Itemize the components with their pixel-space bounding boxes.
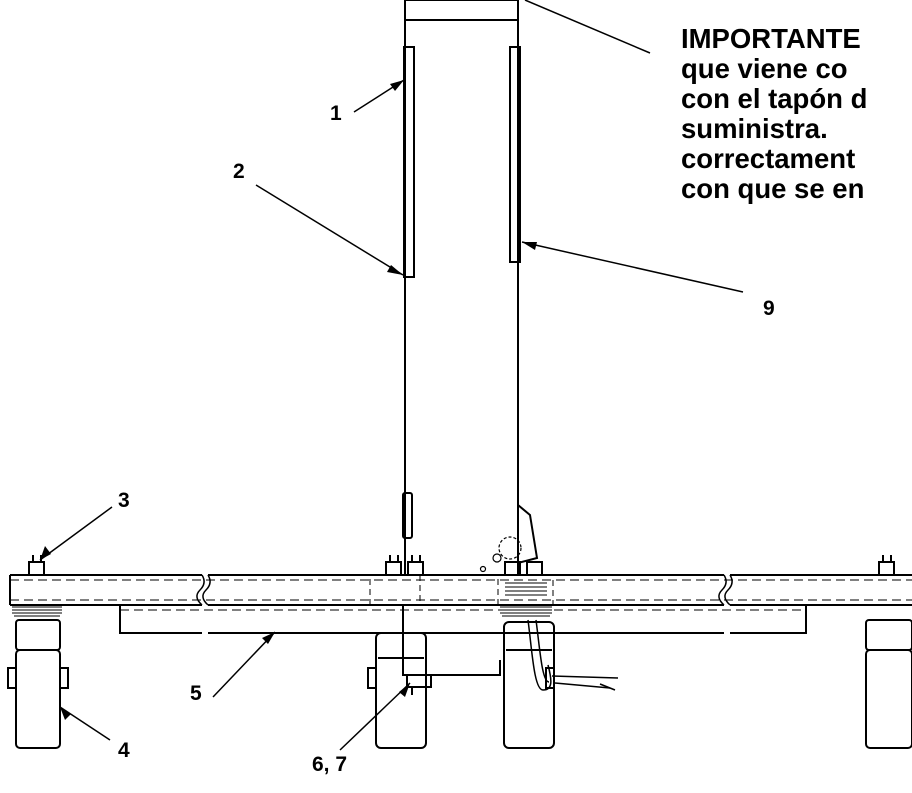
arrow-heads	[40, 80, 537, 720]
caster-center	[367, 632, 427, 749]
mast-bracket-left	[402, 492, 413, 539]
note-line-4: suministra.	[681, 113, 828, 144]
note-line-6: con que se en	[681, 173, 865, 204]
callout-9: 9	[763, 297, 775, 320]
note-line-5: correctament	[681, 143, 856, 174]
callout-1: 1	[330, 102, 342, 125]
pin-dot	[479, 565, 487, 573]
frame-bolts	[28, 555, 895, 576]
caster-springs	[12, 582, 552, 617]
caster-mast	[503, 621, 555, 749]
note-line-3: con el tapón d	[681, 83, 868, 114]
important-note: IMPORTANTE que viene co con el tapón d s…	[681, 24, 912, 304]
mount-plate	[402, 605, 501, 695]
wear-strip-left	[403, 46, 415, 278]
callout-4: 4	[118, 739, 130, 762]
wear-strip-right	[509, 46, 521, 263]
mast-bracket-right	[517, 502, 539, 565]
pin-circle-small	[492, 553, 502, 563]
caster-left	[7, 619, 69, 749]
callout-2: 2	[233, 160, 245, 183]
callout-6-7: 6, 7	[312, 753, 348, 776]
note-line-2: que viene co	[681, 53, 848, 84]
caster-right	[865, 619, 912, 749]
callout-5: 5	[190, 682, 202, 705]
mast-tube	[404, 0, 519, 575]
rear-channel	[119, 605, 807, 634]
handle-lever	[527, 619, 619, 691]
pin-circle	[498, 536, 522, 560]
note-line-1: IMPORTANTE	[681, 24, 861, 54]
frame-beam	[9, 574, 912, 606]
callout-3: 3	[118, 489, 130, 512]
leader-lines	[39, 0, 744, 751]
